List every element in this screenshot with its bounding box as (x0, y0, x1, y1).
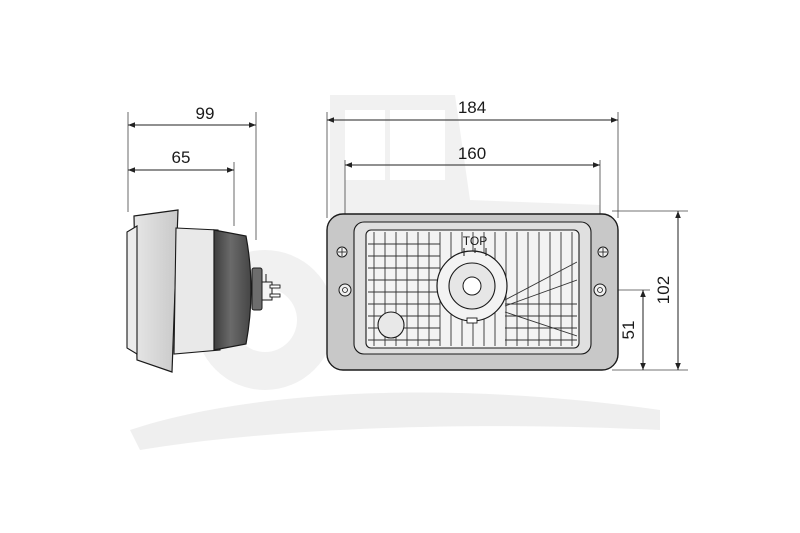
dim-label-51: 51 (619, 321, 638, 340)
side-collar (173, 227, 221, 355)
lens-grid-line (504, 261, 577, 301)
side-lens-edge (126, 225, 138, 355)
dim-label-65: 65 (172, 148, 191, 167)
dim-label-160: 160 (458, 144, 486, 163)
connector-pin (269, 293, 281, 298)
dim-label-184: 184 (458, 98, 486, 117)
connector-base (261, 281, 273, 301)
front-view: TOP 184 160 102 51 (326, 98, 688, 371)
side-housing-body (213, 229, 252, 351)
bulb-center (462, 276, 482, 296)
lens-grid-line (504, 279, 577, 307)
connector-pin (269, 284, 281, 289)
lens-grid-line (504, 311, 577, 337)
dim-label-99: 99 (196, 104, 215, 123)
dim-label-102: 102 (654, 276, 673, 304)
side-bezel (133, 209, 179, 373)
bulb-tab (466, 317, 478, 324)
top-orientation-label: TOP (463, 234, 487, 248)
side-rear-cap (251, 267, 263, 311)
side-view: 99 65 (126, 104, 281, 373)
position-light (377, 311, 405, 339)
mount-hole-left (338, 283, 352, 297)
mount-hole-right (593, 283, 607, 297)
